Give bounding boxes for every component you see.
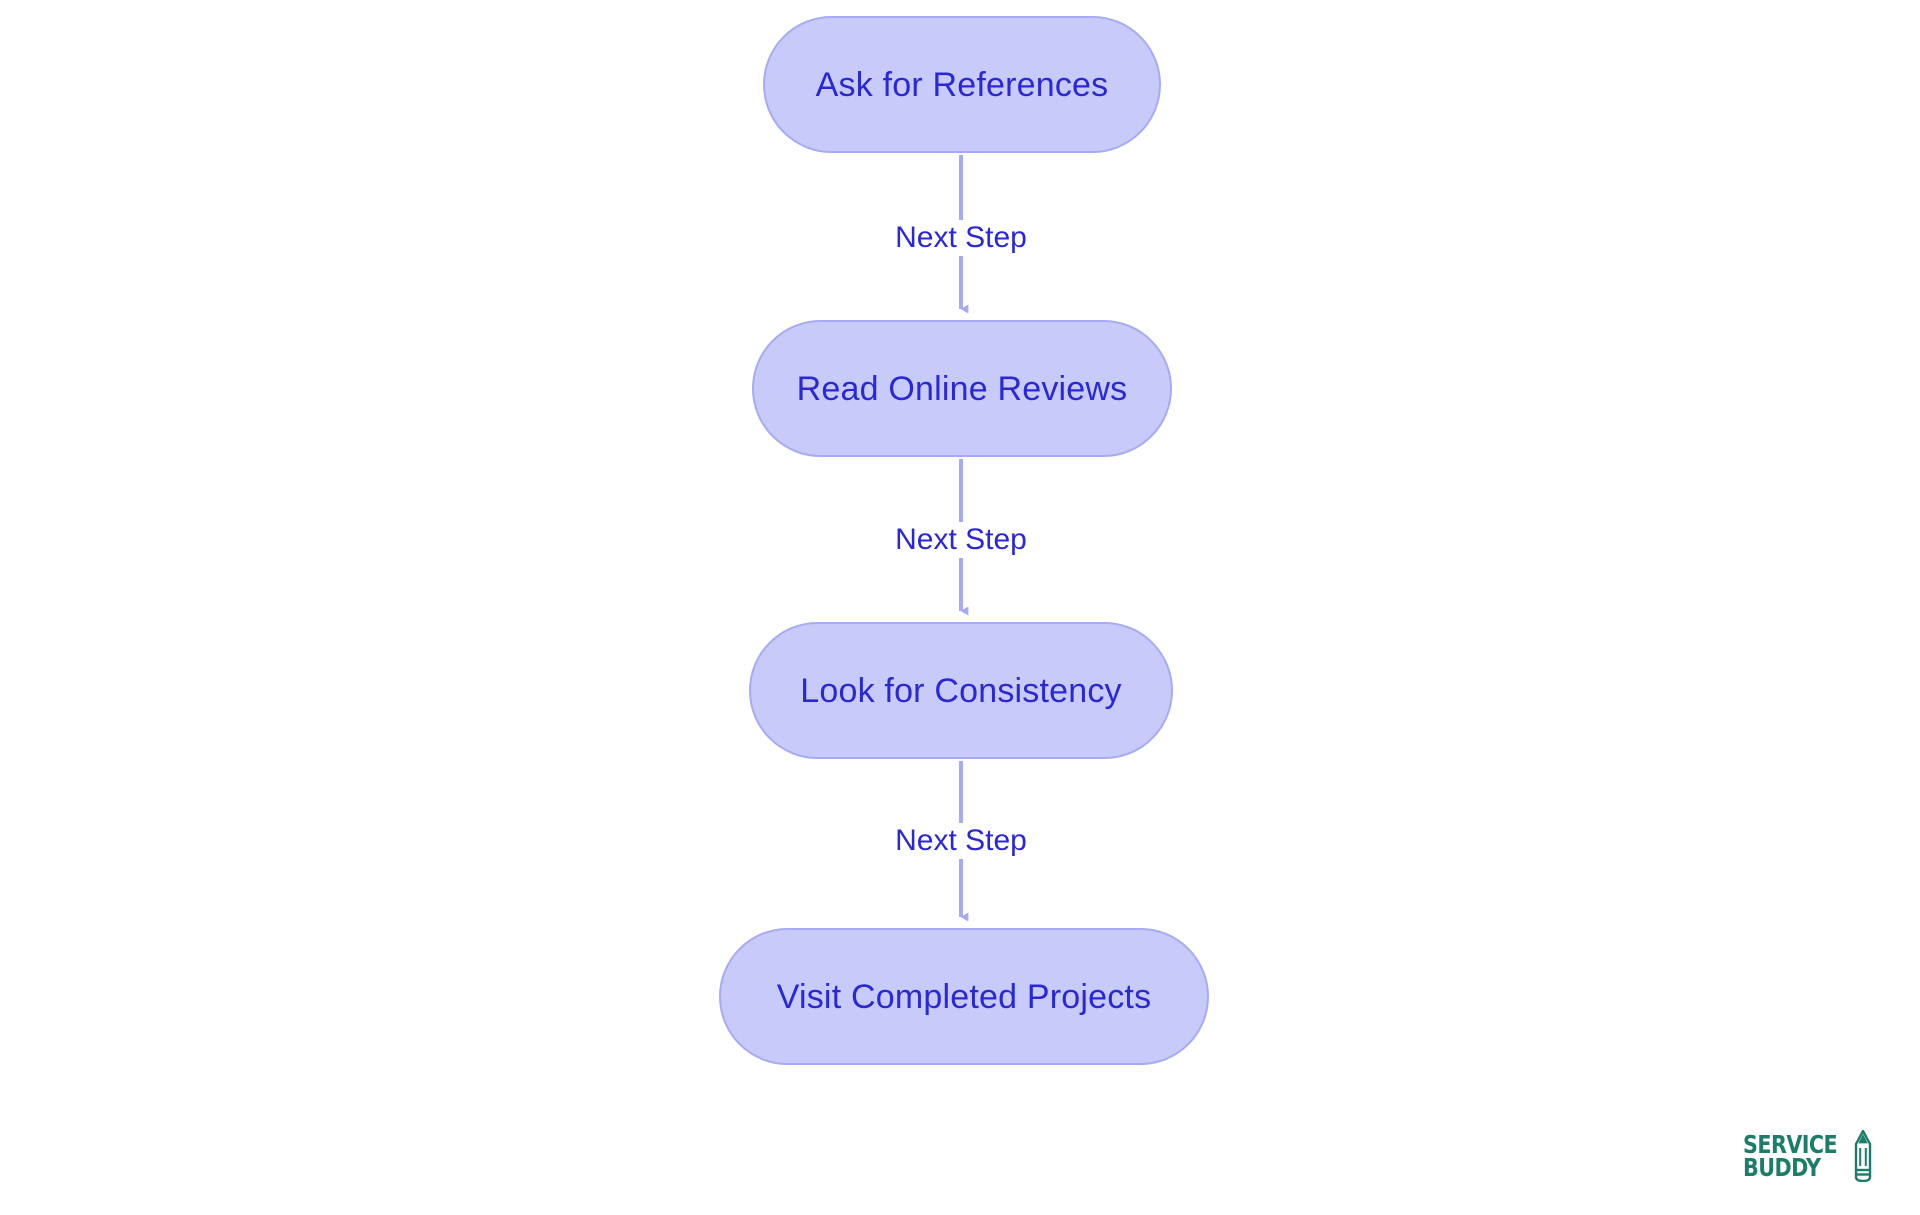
brand-line-1: SERVICE	[1743, 1130, 1838, 1159]
node-label: Look for Consistency	[800, 671, 1122, 710]
node-label: Visit Completed Projects	[776, 977, 1152, 1016]
flowchart-node-ask-for-references[interactable]: Ask for References	[763, 16, 1161, 153]
brand-line-2: BUDDY	[1743, 1153, 1821, 1182]
edge-label-n2-n3: Next Step	[889, 823, 1033, 859]
edge-label-n0-n1: Next Step	[889, 220, 1033, 256]
node-label: Read Online Reviews	[796, 369, 1128, 408]
edge-label-n1-n2: Next Step	[889, 522, 1033, 558]
flowchart-node-read-online-reviews[interactable]: Read Online Reviews	[752, 320, 1172, 457]
pencil-icon	[1855, 1130, 1872, 1182]
flowchart-node-look-for-consistency[interactable]: Look for Consistency	[749, 622, 1173, 759]
flowchart-node-visit-completed-projects[interactable]: Visit Completed Projects	[719, 928, 1209, 1065]
brand-wordmark: SERVICE BUDDY	[1743, 1130, 1845, 1182]
brand-logo: SERVICE BUDDY	[1743, 1123, 1895, 1189]
node-label: Ask for References	[815, 65, 1109, 104]
